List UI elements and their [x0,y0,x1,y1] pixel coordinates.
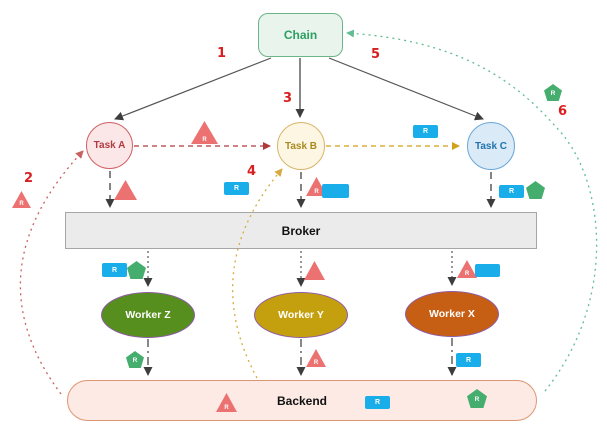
triangle-icon: R [12,191,31,208]
rect-icon-label: R [465,356,472,364]
step-label-3: 3 [283,91,293,106]
rect-icon [322,184,349,198]
triangle-icon-label: R [224,405,229,411]
step-label-1: 1 [217,46,227,61]
triangle-icon [114,180,137,200]
task-a-node: Task A [86,122,133,169]
backend-node: Backend [67,380,537,421]
rect-icon: R [413,125,438,138]
rect-icon-label: R [374,399,381,406]
pentagon-icon: R [126,351,144,368]
rect-icon-label: R [508,188,515,195]
task-b-node: Task B [277,122,325,170]
pentagon-icon: R [544,84,562,101]
step-label-5: 5 [371,47,381,62]
pentagon-icon-label: R [474,396,480,403]
rect-icon-label: R [233,185,240,192]
step-label-2: 2 [24,171,34,186]
triangle-icon-label: R [464,271,470,277]
rect-icon: R [499,185,524,198]
pentagon-icon [127,261,146,279]
rect-icon [475,264,500,277]
worker-y-node: Worker Y [254,292,348,338]
triangle-icon-label: R [202,137,207,143]
rect-icon: R [224,182,249,195]
triangle-icon-label: R [19,201,24,207]
triangle-icon: R [191,121,218,144]
worker-z-node: Worker Z [101,292,195,338]
triangle-icon-label: R [314,189,319,195]
step-label-4: 4 [247,164,257,179]
pentagon-icon [526,181,545,199]
worker-x-node: Worker X [405,291,499,337]
triangle-icon-label: R [313,360,319,366]
rect-icon-label: R [422,128,429,135]
rect-icon: R [456,353,481,367]
triangle-icon [304,261,325,280]
chain-node: Chain [258,13,343,57]
triangle-icon: R [457,260,477,278]
pentagon-icon-label: R [550,90,556,97]
step-label-6: 6 [558,104,568,119]
rect-icon-label: R [111,266,118,274]
broker-node: Broker [65,212,537,249]
triangle-icon: R [306,349,326,367]
rect-icon: R [365,396,390,409]
task-c-node: Task C [467,122,515,170]
pentagon-icon: R [467,389,487,408]
pentagon-icon-label: R [132,357,138,364]
rect-icon: R [102,263,127,277]
